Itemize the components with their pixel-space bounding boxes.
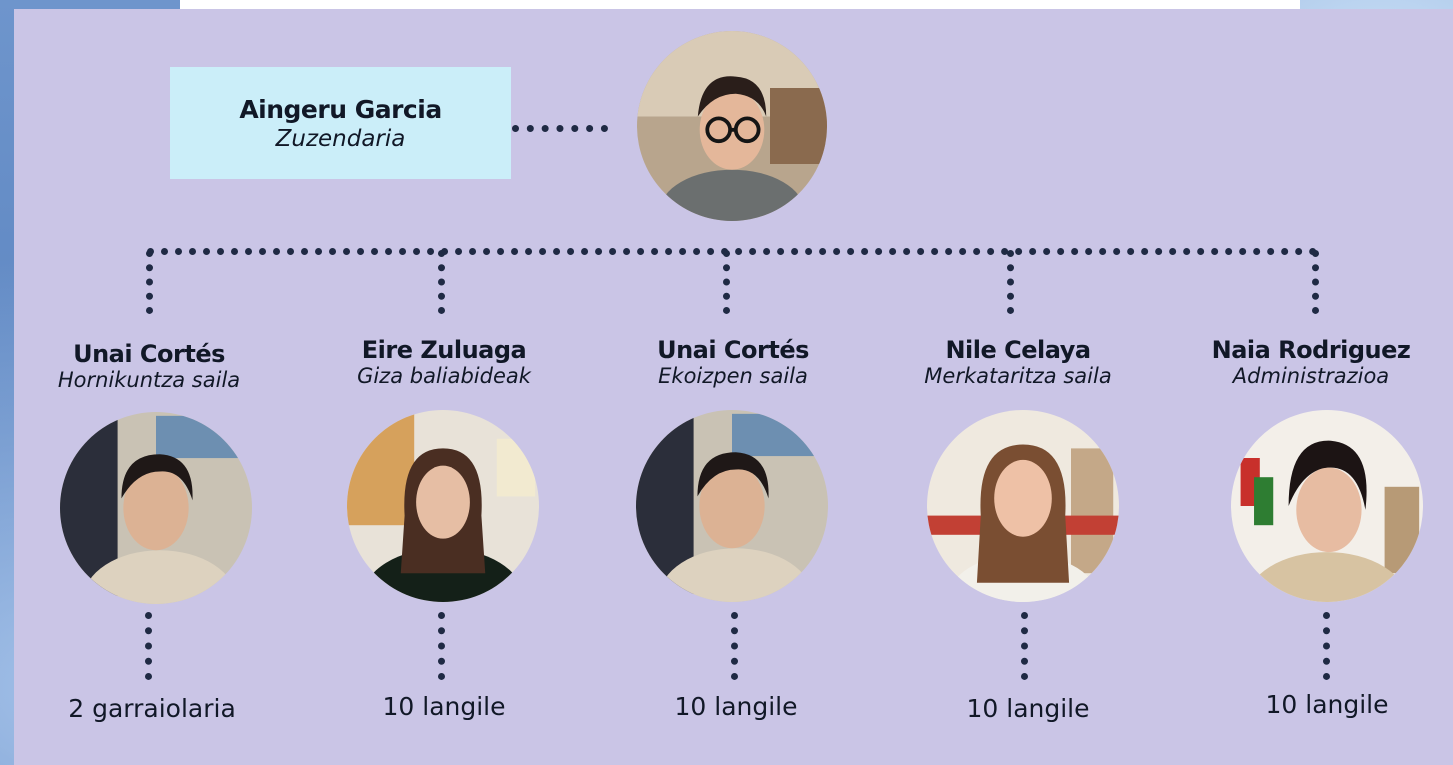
member-dept: Ekoizpen saila bbox=[658, 364, 808, 388]
member-name: Unai Cortés bbox=[657, 336, 809, 364]
branch-drop-5 bbox=[1312, 250, 1319, 314]
member-name: Eire Zuluaga bbox=[361, 336, 527, 364]
person-portrait-icon bbox=[927, 410, 1119, 602]
branch-drop-2 bbox=[438, 250, 445, 314]
top-strip bbox=[180, 0, 1300, 9]
member-name: Nile Celaya bbox=[945, 336, 1091, 364]
member-photo bbox=[636, 410, 828, 602]
director-name: Aingeru Garcia bbox=[239, 94, 442, 124]
member-staff: 10 langile bbox=[1265, 690, 1389, 719]
member-staff: 10 langile bbox=[674, 692, 798, 721]
member-staff: 10 langile bbox=[966, 694, 1090, 723]
branch-drop-1 bbox=[146, 250, 153, 314]
staff-connector-2 bbox=[438, 612, 445, 680]
member-dept: Giza baliabideak bbox=[357, 364, 531, 388]
member-name: Unai Cortés bbox=[73, 340, 225, 368]
branch-drop-4 bbox=[1007, 250, 1014, 314]
member-photo bbox=[927, 410, 1119, 602]
director-connector bbox=[512, 125, 608, 132]
person-portrait-icon bbox=[347, 410, 539, 602]
staff-connector-3 bbox=[731, 612, 738, 680]
staff-connector-4 bbox=[1021, 612, 1028, 680]
member-dept: Merkataritza saila bbox=[924, 364, 1112, 388]
staff-connector-1 bbox=[145, 612, 152, 680]
person-portrait-icon bbox=[1231, 410, 1423, 602]
member-photo bbox=[60, 412, 252, 604]
member-photo bbox=[1231, 410, 1423, 602]
person-portrait-icon bbox=[636, 410, 828, 602]
director-box: Aingeru Garcia Zuzendaria bbox=[170, 67, 511, 179]
member-name: Naia Rodriguez bbox=[1211, 336, 1411, 364]
person-portrait-icon bbox=[60, 412, 252, 604]
member-photo bbox=[347, 410, 539, 602]
director-role: Zuzendaria bbox=[275, 125, 406, 152]
member-staff: 10 langile bbox=[382, 692, 506, 721]
member-dept: Hornikuntza saila bbox=[57, 368, 241, 392]
branch-drop-3 bbox=[723, 250, 730, 314]
person-portrait-icon bbox=[637, 31, 827, 221]
branch-connector bbox=[147, 248, 1317, 255]
member-dept: Administrazioa bbox=[1232, 364, 1390, 388]
director-photo bbox=[637, 31, 827, 221]
member-staff: 2 garraiolaria bbox=[68, 694, 236, 723]
staff-connector-5 bbox=[1323, 612, 1330, 680]
